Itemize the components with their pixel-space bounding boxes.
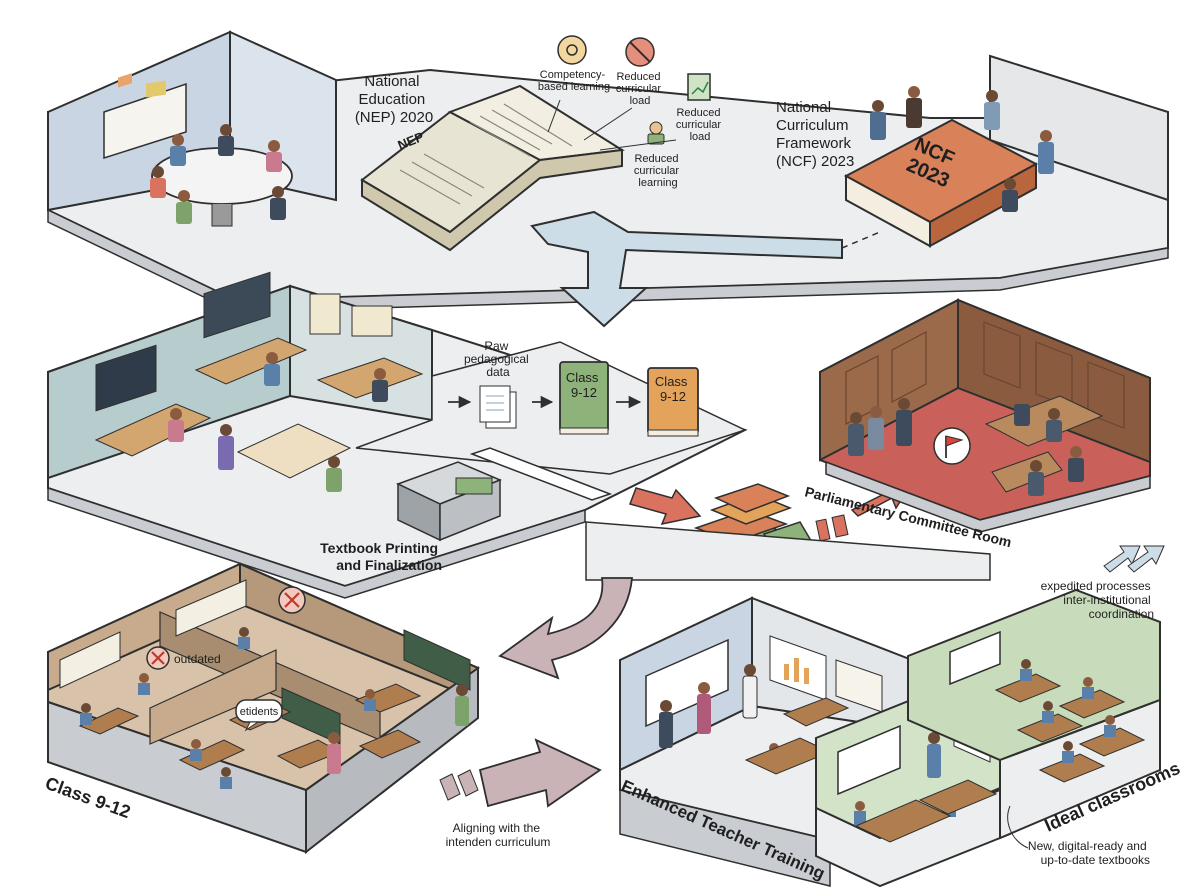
top-tier: NEP National Education (NEP) 2020 Compet… [47, 30, 1169, 328]
mauve-curve-arrow [498, 577, 633, 680]
bottom-tier: outdated etidents Class 9-12 Aligning wi… [43, 545, 1183, 888]
printer-icon [396, 461, 502, 542]
red-flow-arrow [629, 487, 702, 526]
meeting-people [150, 124, 286, 224]
bubble-reduced-learning: Reduced curricular learning [634, 153, 682, 189]
studio-posters [309, 293, 393, 337]
studio-people [168, 352, 388, 492]
students-bubble [235, 699, 283, 732]
green-class-book [559, 361, 609, 435]
nep-title-line-2: Education [359, 91, 426, 108]
outdated-bubble [146, 646, 170, 670]
students-bubble-text: etidents [240, 706, 279, 718]
orange-book-label: Class 9-12 [655, 374, 691, 404]
ncf-book-label: NCF 2023 [902, 133, 963, 192]
nep-title: National Education (NEP) 2020 [355, 73, 433, 126]
committee-people [848, 392, 1084, 496]
chalkboards [281, 629, 471, 745]
document-stack-icon [479, 385, 517, 429]
textbooks-label: New, digital-ready and up-to-date textbo… [1028, 839, 1150, 867]
bubble-reduced-load-1: Reduced curricular load [616, 71, 664, 107]
committee-label-band [585, 521, 991, 581]
outdated-label: outdated [174, 652, 221, 666]
nep-book [360, 84, 625, 252]
studio-desks [94, 337, 424, 479]
brain-gear-icon [557, 35, 587, 65]
expedited-arrows [1103, 545, 1165, 573]
green-book-label: Class 9-12 [566, 370, 602, 400]
printing-label: Textbook Printing and Finalization [320, 540, 442, 573]
x-mark-icon [278, 586, 306, 614]
student-icon [647, 121, 665, 145]
nep-title-line-3: (NEP) 2020 [355, 109, 433, 126]
ncf-people [870, 86, 1054, 212]
old-students [80, 627, 469, 789]
bubble-competency: Competency- based learning [538, 69, 610, 93]
bubble-reduced-load-2: Reduced curricular load [676, 107, 724, 143]
flag-icon [933, 427, 971, 465]
middle-tier: Raw pedagogical data Class 9-12 Class 9-… [47, 271, 1151, 599]
old-windows [59, 579, 247, 689]
ideal-students [1020, 659, 1116, 763]
expedited-label: expedited processes inter-institutional … [1041, 579, 1154, 621]
nep-title-line-1: National [364, 73, 419, 90]
blue-flow-arrow [530, 210, 843, 328]
orange-class-book [647, 367, 699, 437]
raw-data-label: Raw pedagogical data [464, 339, 532, 379]
ncf-title: National Curriculum Framework (NCF) 2023 [776, 99, 855, 170]
aligning-label: Aligning with the intenden curriculum [446, 821, 551, 849]
aligning-arrow [439, 738, 602, 808]
chart-sheet-icon [687, 73, 711, 101]
training-people [659, 664, 780, 767]
no-sign-icon [625, 37, 655, 67]
